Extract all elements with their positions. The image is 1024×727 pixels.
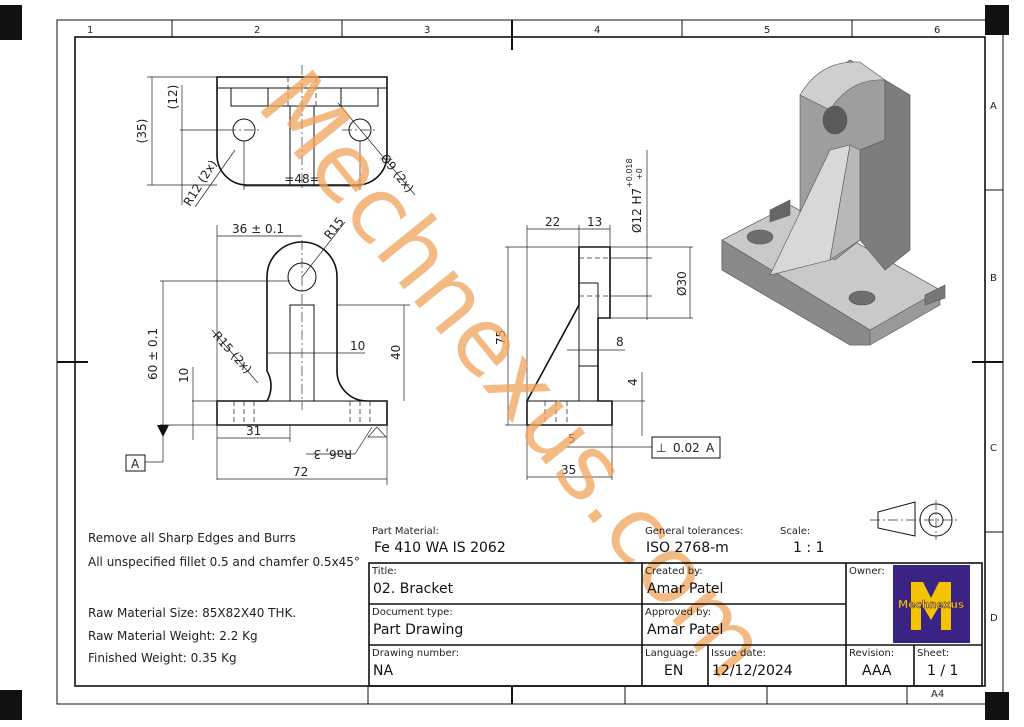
dim-text: +0.018 — [625, 158, 634, 188]
part-material: Fe 410 WA IS 2062 — [374, 540, 506, 556]
drawing-number: NA — [373, 663, 393, 679]
perpendicularity-symbol: ⊥ — [656, 441, 666, 455]
dim-text: 5 — [568, 432, 576, 446]
paper-size: A4 — [931, 689, 944, 700]
language-label: Language: — [645, 648, 698, 659]
general-tolerances-label: General tolerances: — [645, 526, 743, 537]
owner-label: Owner: — [849, 566, 885, 577]
dim-text: 40 — [389, 345, 403, 360]
dim-text: 60 ± 0.1 — [146, 328, 160, 380]
dim-text: 72 — [293, 465, 308, 479]
scale-label: Scale: — [780, 526, 810, 537]
note: Remove all Sharp Edges and Burrs — [88, 531, 296, 545]
zone-ticks — [57, 20, 1003, 704]
note: Finished Weight: 0.35 Kg — [88, 651, 237, 665]
zone-labels-top: 1 2 3 4 5 6 — [87, 25, 940, 36]
projection-symbol-icon — [870, 500, 958, 540]
dim-text: 75 — [494, 330, 508, 345]
side-view: 22 13 Ø12 H7 +0.018 +0 Ø30 75 8 4 5 35 ⊥… — [494, 150, 721, 480]
revision: AAA — [862, 663, 892, 679]
issue-date-label: Issue date: — [711, 648, 766, 659]
note: All unspecified fillet 0.5 and chamfer 0… — [88, 555, 360, 569]
dim-text: Ø30 — [675, 271, 689, 296]
scale: 1 : 1 — [793, 540, 824, 556]
zone-label: 1 — [87, 25, 93, 36]
dim-text: 35 — [561, 463, 576, 477]
dim-text: Ø12 H7 — [630, 188, 644, 233]
zone-labels-right: A B C D — [990, 101, 998, 624]
sheet-number: 1 / 1 — [927, 663, 958, 679]
dim-text: 22 — [545, 215, 560, 229]
issue-date: 12/12/2024 — [712, 663, 793, 679]
owner-logo: Mechnexus — [893, 565, 970, 643]
dim-text: 4 — [626, 378, 640, 386]
corner-mark — [0, 5, 22, 40]
dim-text: (12) — [166, 85, 180, 110]
surface-finish-text: Ra6, 3 — [314, 447, 352, 461]
dim-text: 10 — [350, 339, 365, 353]
zone-label: 5 — [764, 25, 770, 36]
dim-text: 10 — [177, 368, 191, 383]
isometric-model — [721, 59, 946, 346]
tolerance-value: 0.02 — [673, 441, 700, 455]
approved-by: Amar Patel — [647, 622, 723, 638]
approved-by-label: Approved by: — [645, 607, 711, 618]
revision-label: Revision: — [849, 648, 894, 659]
dim-text: 36 ± 0.1 — [232, 222, 284, 236]
title-label: Title: — [371, 566, 397, 577]
notes: Remove all Sharp Edges and Burrs All uns… — [88, 531, 360, 665]
logo-text: Mechnexus — [898, 599, 964, 611]
general-tolerances: ISO 2768-m — [646, 540, 729, 556]
title-block: Part Material: Fe 410 WA IS 2062 General… — [368, 526, 983, 687]
created-by: Amar Patel — [647, 581, 723, 597]
dim-text: 13 — [587, 215, 602, 229]
title: 02. Bracket — [373, 581, 454, 597]
datum-label: A — [131, 457, 140, 471]
corner-mark — [985, 692, 1009, 720]
zone-label: 3 — [424, 25, 430, 36]
sheet-label: Sheet: — [917, 648, 949, 659]
datum-ref: A — [706, 441, 715, 455]
zone-label: C — [990, 443, 997, 454]
document-type: Part Drawing — [373, 622, 463, 638]
zone-label: B — [990, 273, 997, 284]
dim-text: 8 — [616, 335, 624, 349]
datum-box — [125, 454, 146, 472]
part-material-label: Part Material: — [372, 526, 439, 537]
zone-label: A — [990, 101, 997, 112]
geometric-tolerance-frame: ⊥ 0.02 A — [651, 436, 721, 459]
corner-mark — [0, 690, 22, 720]
created-by-label: Created by: — [645, 566, 703, 577]
language: EN — [664, 663, 683, 679]
dim-text: 31 — [246, 424, 261, 438]
note: Raw Material Weight: 2.2 Kg — [88, 629, 258, 643]
drawing-number-label: Drawing number: — [372, 648, 459, 659]
dim-text: +0 — [635, 168, 644, 180]
dim-text: (35) — [135, 119, 149, 144]
zone-label: 6 — [934, 25, 940, 36]
document-type-label: Document type: — [372, 607, 453, 618]
note: Raw Material Size: 85X82X40 THK. — [88, 606, 296, 620]
zone-label: 4 — [594, 25, 600, 36]
dim-text: =48= — [284, 172, 319, 186]
zone-label: D — [990, 613, 998, 624]
zone-label: 2 — [254, 25, 260, 36]
